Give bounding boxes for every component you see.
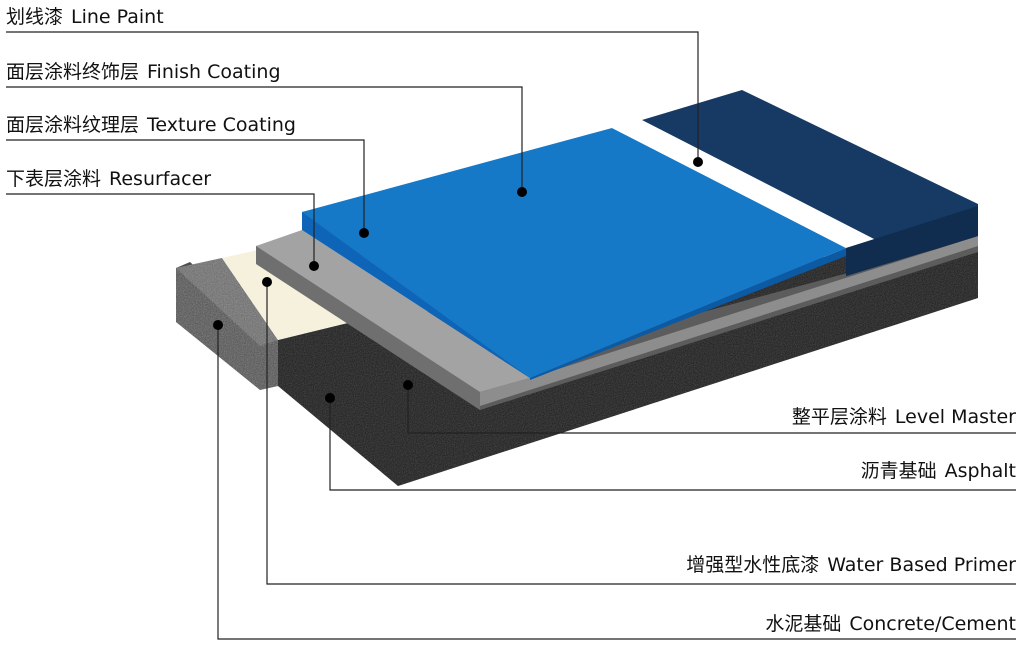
navy-end-block (642, 90, 978, 276)
leader-lines (6, 31, 1016, 640)
finish-coating-surface (302, 128, 846, 378)
leader-dot-asphalt (325, 393, 335, 403)
leader-line-line-paint (6, 31, 699, 162)
leader-dots (213, 157, 703, 403)
leader-line-resurfacer (6, 193, 315, 266)
leader-line-water-based-primer (266, 282, 1016, 585)
leader-line-level-master (407, 385, 1016, 434)
leader-line-asphalt (329, 398, 1016, 491)
leader-dot-finish-coating (517, 187, 527, 197)
leader-dot-water-based-primer (262, 277, 272, 287)
resurfacer-layer (256, 230, 530, 392)
leader-dot-level-master (403, 380, 413, 390)
leader-dot-resurfacer (309, 261, 319, 271)
leader-line-texture-coating (6, 139, 365, 233)
line-paint-stripe (612, 120, 876, 248)
leader-dot-concrete-cement (213, 320, 223, 330)
leader-dot-texture-coating (359, 228, 369, 238)
leader-line-finish-coating (6, 86, 523, 192)
primer-layer (222, 250, 350, 340)
leader-dot-line-paint (693, 157, 703, 167)
leader-line-concrete-cement (217, 325, 1016, 640)
